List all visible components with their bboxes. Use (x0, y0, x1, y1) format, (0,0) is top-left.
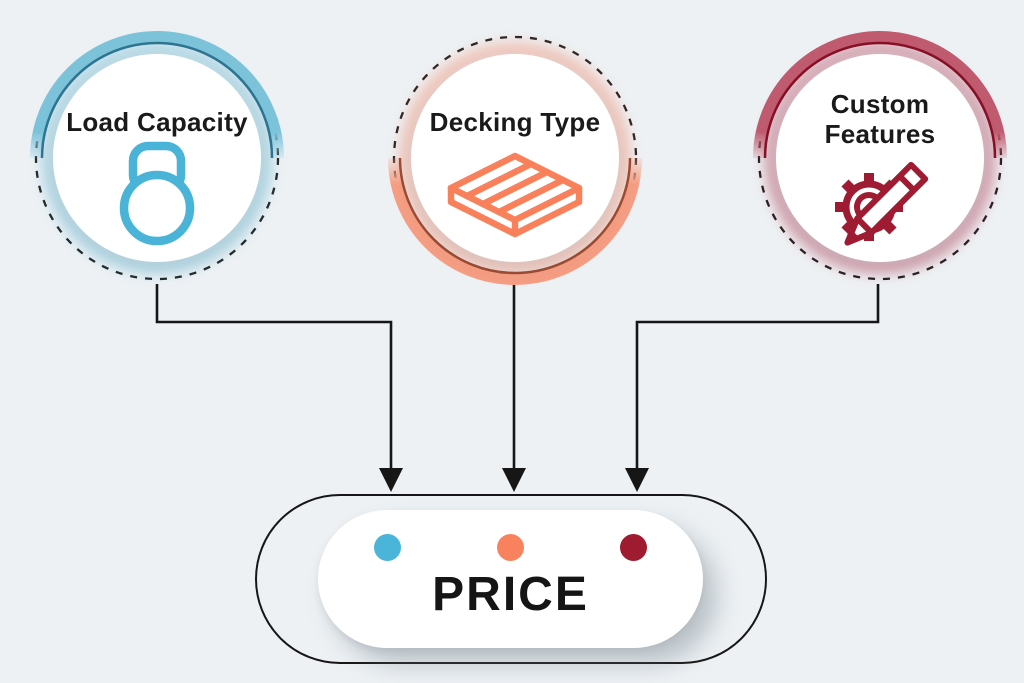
price-node: PRICE (318, 510, 703, 648)
factor-node-decking-type: Decking Type (380, 23, 650, 293)
arrowhead-icon (625, 468, 649, 492)
price-node-outline: PRICE (255, 494, 767, 664)
arrow-custom-features-to-price (635, 284, 880, 471)
arrow-lines (155, 284, 880, 471)
glow-ring (399, 42, 631, 274)
pallet-icon (447, 152, 583, 238)
accent-arc-line (40, 41, 274, 159)
arrow-load-capacity-to-price (155, 284, 393, 471)
arrowhead-icon (379, 468, 403, 492)
kettlebell-icon (119, 141, 195, 246)
accent-arc-line (763, 41, 997, 159)
glow-ring (764, 42, 996, 274)
accent-arc (30, 31, 284, 159)
pencil-part (844, 161, 929, 246)
factor-label: Load Capacity (66, 107, 248, 137)
node-face (53, 54, 261, 262)
decking-type-dot-icon (497, 534, 524, 561)
factor-label-line1: Custom (831, 89, 930, 119)
price-label: PRICE (432, 568, 589, 621)
arrowhead-icon (502, 468, 526, 492)
factor-label-line2: Features (825, 119, 936, 149)
arrowheads (379, 468, 649, 492)
glow-ring (41, 42, 273, 274)
node-face (776, 54, 984, 262)
accent-arc (388, 157, 642, 285)
custom-features-dot-icon (620, 534, 647, 561)
factor-node-custom-features: Custom Features (745, 23, 1015, 293)
load-capacity-dot-icon (374, 534, 401, 561)
factor-node-load-capacity: Load Capacity (22, 23, 292, 293)
factor-label: Decking Type (430, 107, 601, 137)
gear-pencil-icon (835, 161, 929, 246)
accent-arc (753, 31, 1007, 159)
accent-arc-line (398, 157, 632, 275)
factor-dots (374, 534, 647, 561)
